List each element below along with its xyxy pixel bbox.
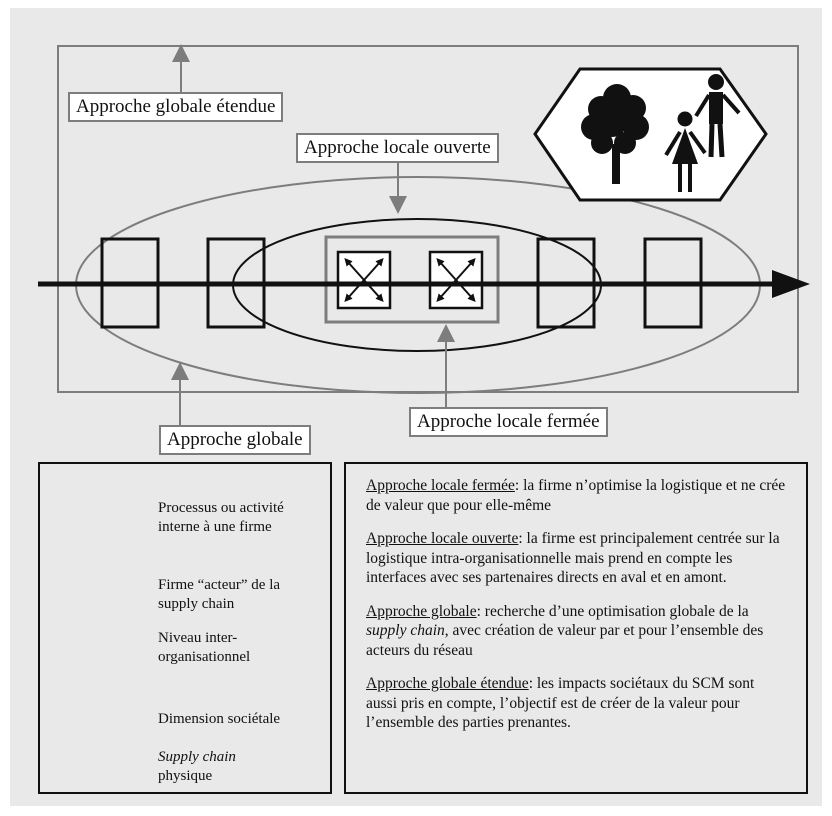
desc-term: Approche locale ouverte [366, 530, 519, 547]
legend-process-label: Processus ou activité interne à une firm… [158, 500, 284, 535]
desc-term: Approche globale étendue [366, 675, 529, 692]
desc-text: : la firme n’optimise la logistique et n… [366, 477, 786, 514]
supply-chain-arrow [38, 270, 810, 298]
label-approche-globale: Approche globale [159, 425, 311, 455]
legend-supply-chain-rest: physique [158, 768, 213, 784]
legend-supply-chain-label: Supply chain physique [158, 748, 318, 786]
legend-inter-org-label: Niveau inter-organisationnel [158, 630, 251, 665]
legend-societal-label: Dimension sociétale [158, 711, 281, 727]
description-panel: Approche locale fermée: la firme n’optim… [344, 462, 808, 794]
societal-hexagon-icon [533, 67, 768, 202]
tree-icon [581, 84, 649, 184]
desc-globale-etendue: Approche globale étendue: les impacts so… [366, 674, 788, 733]
desc-locale-ouverte: Approche locale ouverte: la firme est pr… [366, 529, 788, 588]
person-icon [694, 74, 741, 158]
desc-text: : les impacts sociétaux du SCM sont auss… [366, 675, 755, 731]
desc-locale-fermee: Approche locale fermée: la firme n’optim… [366, 476, 788, 515]
desc-text: : recherche d’une optimisation globale d… [476, 602, 749, 620]
process-icon [428, 250, 484, 310]
legend-firm-label: Firme “acteur” de la supply chain [158, 577, 281, 612]
desc-text: , avec création de valeur par et pour l’… [366, 622, 764, 659]
desc-em: supply chain [366, 622, 445, 639]
desc-term: Approche locale fermée [366, 477, 515, 494]
closed-local-frame [324, 235, 500, 324]
person-icon [664, 111, 707, 192]
label-approche-locale-ouverte: Approche locale ouverte [296, 133, 499, 163]
legend-panel: Processus ou activité interne à une firm… [38, 462, 332, 794]
desc-globale: Approche globale: recherche d’une optimi… [366, 602, 788, 661]
label-approche-globale-etendue: Approche globale étendue [68, 92, 284, 122]
desc-term: Approche globale [366, 602, 477, 620]
desc-text: : la firme est principalement centrée su… [366, 530, 780, 586]
process-icon [336, 250, 392, 310]
label-approche-locale-fermee: Approche locale fermée [409, 407, 608, 437]
legend-supply-chain-italic: Supply chain [158, 749, 236, 765]
